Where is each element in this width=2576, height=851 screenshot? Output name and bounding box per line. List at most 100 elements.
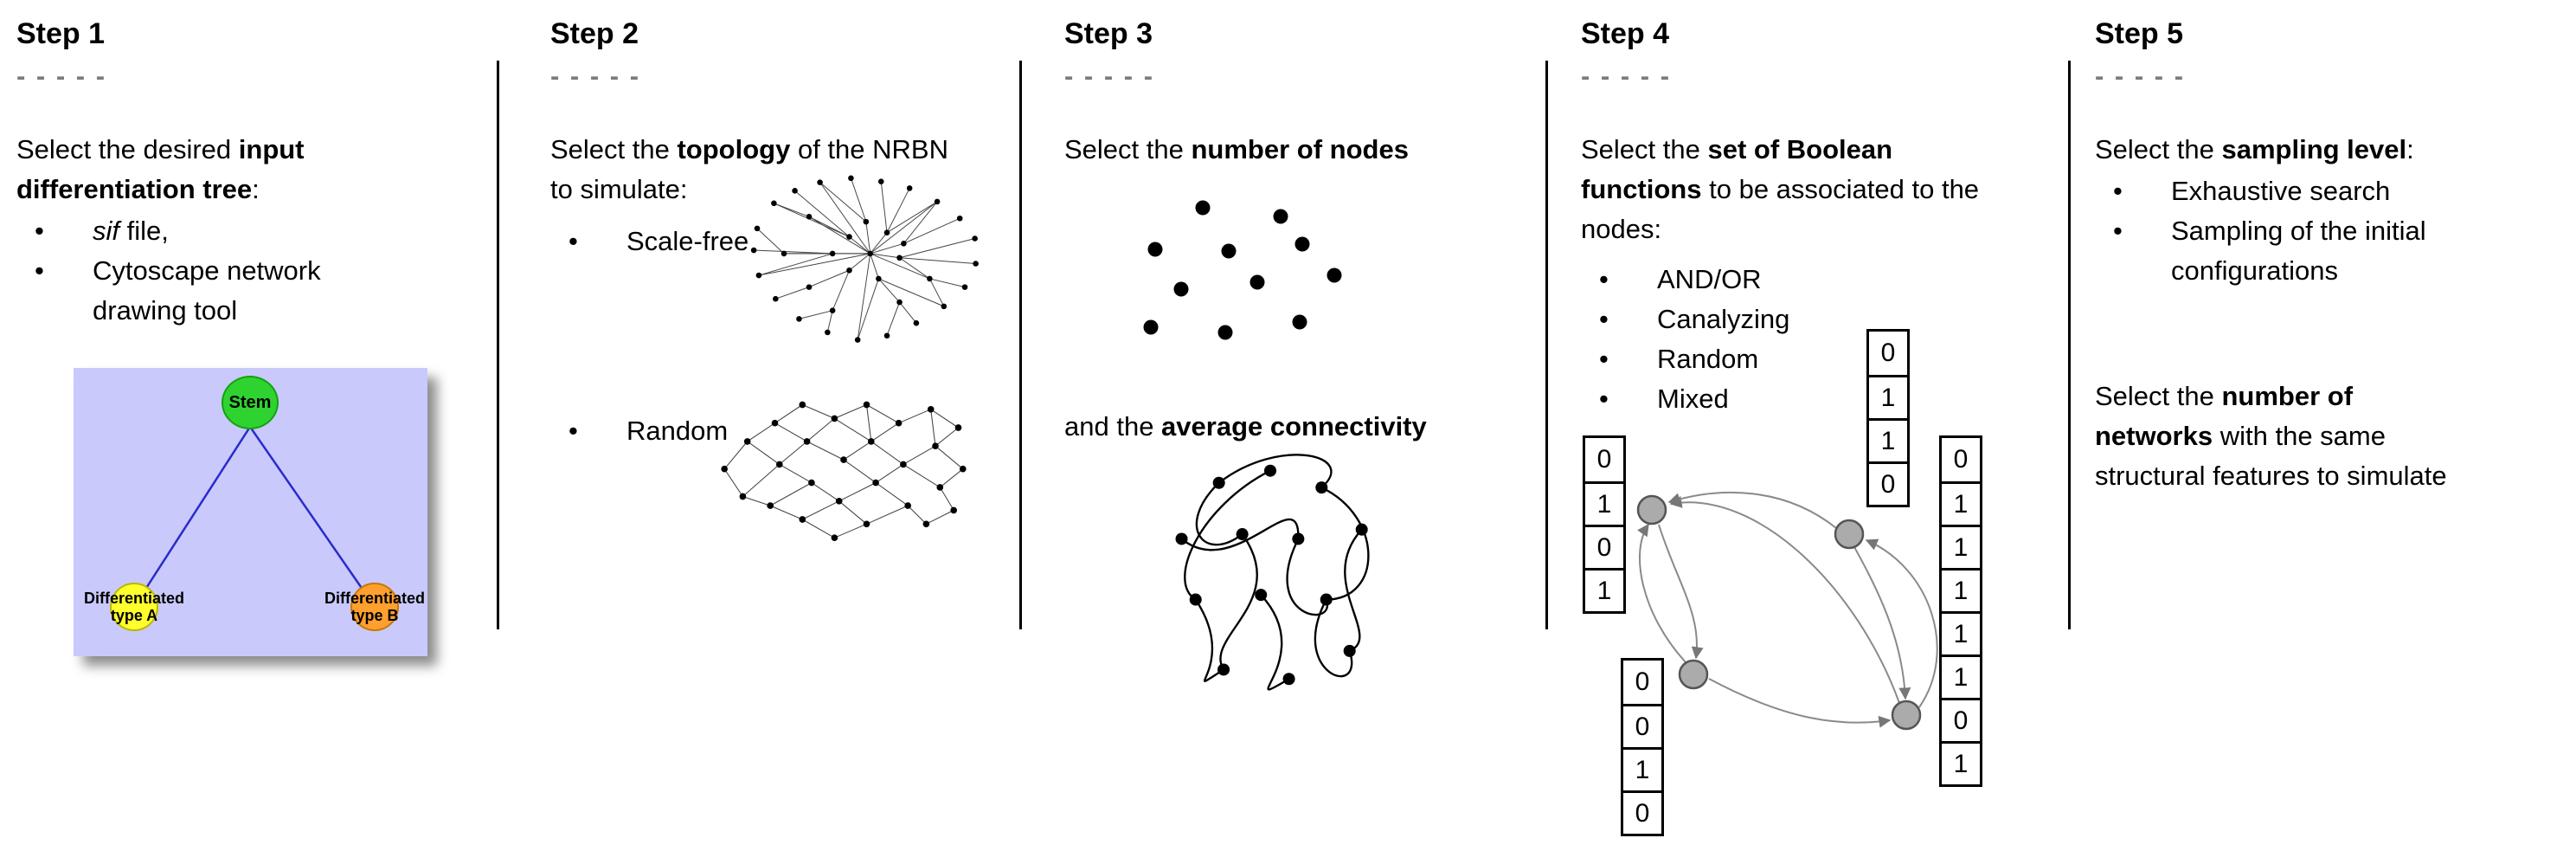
gene-node xyxy=(1891,699,1922,731)
step3-instruction-connectivity: and the average connectivity xyxy=(1064,407,1536,447)
truth-table-top: 0 1 1 0 xyxy=(1866,329,1910,507)
instruction-text: Select the xyxy=(2095,381,2222,411)
step2-instruction: Select the topology of the NRBN to simul… xyxy=(550,130,957,210)
bullet-icon: • xyxy=(1599,304,1609,334)
truth-table-cell: 1 xyxy=(1585,568,1623,611)
type-a-label-line2: type A xyxy=(110,607,158,624)
step1-options: • sif file, • Cytoscape network drawing to… xyxy=(16,211,380,331)
bullet-label: Cytoscape network drawing tool xyxy=(93,255,321,326)
truth-table-cell: 0 xyxy=(1869,461,1907,505)
truth-table-cell: 0 xyxy=(1635,667,1650,696)
bullet-label: Mixed xyxy=(1657,384,1729,414)
bullet-icon: • xyxy=(1599,264,1609,294)
truth-table-left: 0 1 0 1 xyxy=(1583,435,1626,614)
bullet-label: sif file, xyxy=(93,211,380,251)
boolean-network-graphic xyxy=(1636,491,1938,731)
step2-column: Step 2 - - - - - Select the topology of … xyxy=(550,17,1018,840)
bullet-sif-file: • sif file, xyxy=(16,211,380,251)
bullet-label: Exhaustive search xyxy=(2171,176,2391,206)
truth-table-cell: 1 xyxy=(1942,568,1980,611)
truth-table-cell: 0 xyxy=(1942,698,1980,741)
step3-separator: - - - - - xyxy=(1064,61,1155,91)
connectivity-tangle-graphic xyxy=(1175,454,1370,691)
column-divider xyxy=(2068,61,2071,629)
instruction-bold: topology xyxy=(677,134,791,164)
instruction-text: : xyxy=(2406,134,2414,164)
bullet-icon: • xyxy=(569,416,578,446)
step2-separator: - - - - - xyxy=(550,61,641,91)
truth-table-cell: 0 xyxy=(1623,790,1661,834)
truth-table-cell: 1 xyxy=(1869,418,1907,461)
bullet-icon: • xyxy=(35,216,44,246)
bullet-cytoscape: • Cytoscape network drawing tool xyxy=(16,251,380,331)
step5-instruction-sampling: Select the sampling level: xyxy=(2095,130,2576,170)
bullet-exhaustive-search: •Exhaustive search xyxy=(2095,171,2571,211)
truth-table-cell: 1 xyxy=(1623,747,1661,790)
step4-separator: - - - - - xyxy=(1581,61,1672,91)
type-b-label-line2: type B xyxy=(350,607,399,624)
instruction-text: Select the xyxy=(1064,134,1192,164)
truth-table-right: 0 1 1 1 1 1 0 1 xyxy=(1939,435,1982,787)
truth-table-cell: 1 xyxy=(1942,611,1980,654)
bullet-label: Random xyxy=(1657,344,1759,374)
stem-label: Stem xyxy=(228,392,272,412)
instruction-text: Select the desired xyxy=(16,134,239,164)
truth-table-cell: 0 xyxy=(1585,525,1623,568)
truth-table-cell: 0 xyxy=(1953,445,1969,474)
instruction-text: Select the xyxy=(1581,134,1708,164)
bullet-random-functions: •Random xyxy=(1581,339,1927,379)
bullet-label: Scale-free xyxy=(626,226,749,256)
nodes-dots-graphic xyxy=(1143,200,1342,340)
instruction-text: : xyxy=(252,174,260,204)
gene-node xyxy=(1678,659,1709,690)
bullet-label: Canalyzing xyxy=(1657,304,1790,334)
instruction-bold: set of Boolean functions xyxy=(1581,134,1893,204)
type-a-label-line1: Differentiated xyxy=(83,590,184,607)
bullet-label: Sampling of the initial configurations xyxy=(2171,216,2426,286)
step1-instruction: Select the desired input differentiation… xyxy=(16,130,488,210)
bullet-and-or: •AND/OR xyxy=(1581,260,1927,300)
step1-separator: - - - - - xyxy=(16,61,107,91)
bullet-random: • Random xyxy=(550,411,948,451)
step4-instruction: Select the set of Boolean functions to b… xyxy=(1581,130,1988,249)
truth-table-bottom: 0 0 1 0 xyxy=(1621,658,1664,836)
step4-title: Step 4 xyxy=(1581,17,1670,50)
truth-table-cell: 1 xyxy=(1869,375,1907,418)
step2-option-scalefree: • Scale-free xyxy=(550,222,948,261)
bullet-icon: • xyxy=(569,226,578,256)
sif-italic: sif xyxy=(93,216,119,246)
bullet-label: Random xyxy=(626,416,729,446)
gene-node xyxy=(1636,494,1667,525)
column-divider xyxy=(1545,61,1548,629)
type-a-node xyxy=(110,583,158,631)
instruction-text: Select the xyxy=(550,134,678,164)
column-divider xyxy=(497,61,499,629)
truth-table-cell: 0 xyxy=(1596,445,1612,474)
column-divider xyxy=(1019,61,1022,629)
step2-option-random: • Random xyxy=(550,411,948,451)
scale-free-network-graphic xyxy=(750,175,979,343)
truth-table-cell: 0 xyxy=(1623,704,1661,747)
step3-column: Step 3 - - - - - Select the number of no… xyxy=(1064,17,1536,840)
step3-title: Step 3 xyxy=(1064,17,1153,50)
tree-edges xyxy=(132,426,376,608)
truth-table-cell: 1 xyxy=(1942,741,1980,784)
random-network-graphic xyxy=(721,401,967,542)
instruction-text: to be associated to the nodes: xyxy=(1581,174,1980,244)
bullet-icon: • xyxy=(35,255,44,286)
truth-table-cell: 1 xyxy=(1942,525,1980,568)
bullet-mixed: • Mixed xyxy=(1581,379,1927,419)
step4-function-options: •AND/OR •Canalyzing •Random •Mixed xyxy=(1581,260,1927,419)
truth-table-cell: 1 xyxy=(1585,481,1623,525)
instruction-text: Select the xyxy=(2095,134,2222,164)
truth-table-cell: 1 xyxy=(1942,481,1980,525)
instruction-bold: number of nodes xyxy=(1191,134,1409,164)
step5-title: Step 5 xyxy=(2095,17,2184,50)
bullet-icon: • xyxy=(1599,384,1609,414)
gene-node xyxy=(1834,519,1865,550)
